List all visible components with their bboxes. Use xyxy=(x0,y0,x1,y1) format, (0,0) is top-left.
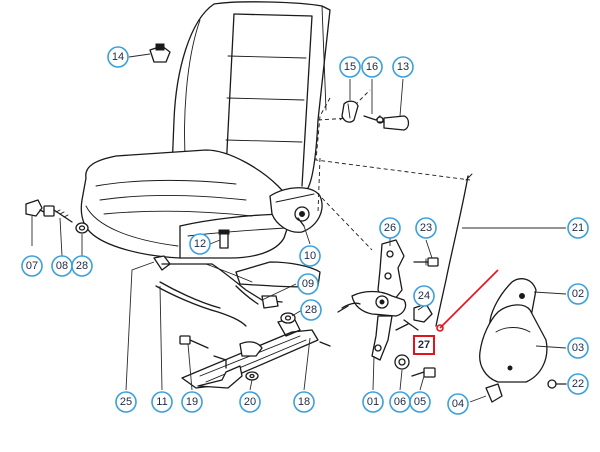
callout-label: 26 xyxy=(384,222,396,234)
callout-20[interactable]: 20 xyxy=(239,391,261,413)
callout-label: 28 xyxy=(305,304,317,316)
callout-label: 08 xyxy=(56,260,68,272)
callout-10[interactable]: 10 xyxy=(299,245,321,267)
washer-06 xyxy=(394,354,410,370)
callout-label: 14 xyxy=(112,51,124,63)
washer-28-left xyxy=(75,222,89,234)
callout-label: 27 xyxy=(418,339,430,351)
callout-09[interactable]: 09 xyxy=(297,273,319,295)
callout-28-left[interactable]: 28 xyxy=(71,255,93,277)
callout-11[interactable]: 11 xyxy=(151,391,173,413)
callout-15[interactable]: 15 xyxy=(339,56,361,78)
part-15 xyxy=(341,100,359,123)
callout-27-highlighted[interactable]: 27 xyxy=(413,335,435,355)
callout-13[interactable]: 13 xyxy=(392,56,414,78)
highlight-arrow xyxy=(436,269,499,332)
pin-12 xyxy=(218,229,230,249)
callout-label: 25 xyxy=(120,396,132,408)
knob-13 xyxy=(377,115,410,131)
callout-label: 13 xyxy=(397,61,409,73)
callout-16[interactable]: 16 xyxy=(361,56,383,78)
adjuster-rods xyxy=(153,255,283,327)
callout-21[interactable]: 21 xyxy=(567,217,589,239)
washer-20 xyxy=(245,371,259,381)
callout-label: 02 xyxy=(572,288,584,300)
seat-rail xyxy=(181,317,331,389)
washer-28-mid xyxy=(280,312,296,324)
bolt-19 xyxy=(179,335,209,349)
callout-label: 01 xyxy=(367,396,379,408)
side-cover xyxy=(479,278,548,403)
callout-24[interactable]: 24 xyxy=(413,285,435,307)
callout-label: 24 xyxy=(418,290,430,302)
callout-label: 07 xyxy=(26,260,38,272)
callout-02[interactable]: 02 xyxy=(567,283,589,305)
callout-label: 22 xyxy=(572,378,584,390)
bolt-05 xyxy=(411,367,436,378)
callout-22[interactable]: 22 xyxy=(567,373,589,395)
callout-label: 15 xyxy=(344,61,356,73)
callout-label: 21 xyxy=(572,222,584,234)
callout-label: 04 xyxy=(452,398,464,410)
part-10-bolt xyxy=(297,217,305,227)
callout-label: 20 xyxy=(244,396,256,408)
callout-18[interactable]: 18 xyxy=(293,391,315,413)
bolt-08 xyxy=(43,205,73,223)
callout-07[interactable]: 07 xyxy=(21,255,43,277)
callout-08[interactable]: 08 xyxy=(51,255,73,277)
callout-14[interactable]: 14 xyxy=(107,46,129,68)
bolt-07 xyxy=(25,199,45,217)
callout-label: 11 xyxy=(156,396,167,408)
callout-label: 12 xyxy=(194,238,206,250)
callout-25[interactable]: 25 xyxy=(115,391,137,413)
callout-03[interactable]: 03 xyxy=(567,337,589,359)
part-14 xyxy=(149,43,171,63)
callout-12[interactable]: 12 xyxy=(189,233,211,255)
leader-lines xyxy=(31,53,567,403)
callout-label: 19 xyxy=(186,396,198,408)
callout-01[interactable]: 01 xyxy=(362,391,384,413)
callout-label: 09 xyxy=(302,278,314,290)
callout-label: 05 xyxy=(414,396,426,408)
callout-05[interactable]: 05 xyxy=(409,391,431,413)
bolt-23 xyxy=(413,257,439,267)
callout-label: 06 xyxy=(394,396,406,408)
callout-06[interactable]: 06 xyxy=(389,391,411,413)
release-cable xyxy=(435,173,473,327)
callout-19[interactable]: 19 xyxy=(181,391,203,413)
callout-label: 23 xyxy=(420,222,432,234)
recliner-mechanism xyxy=(337,239,433,361)
callout-26[interactable]: 26 xyxy=(379,217,401,239)
callout-23[interactable]: 23 xyxy=(415,217,437,239)
callout-04[interactable]: 04 xyxy=(447,393,469,415)
callout-label: 16 xyxy=(366,61,378,73)
callout-label: 03 xyxy=(572,342,584,354)
callout-28-mid[interactable]: 28 xyxy=(300,299,322,321)
callout-label: 28 xyxy=(76,260,88,272)
callout-label: 10 xyxy=(304,250,316,262)
callout-label: 18 xyxy=(298,396,310,408)
